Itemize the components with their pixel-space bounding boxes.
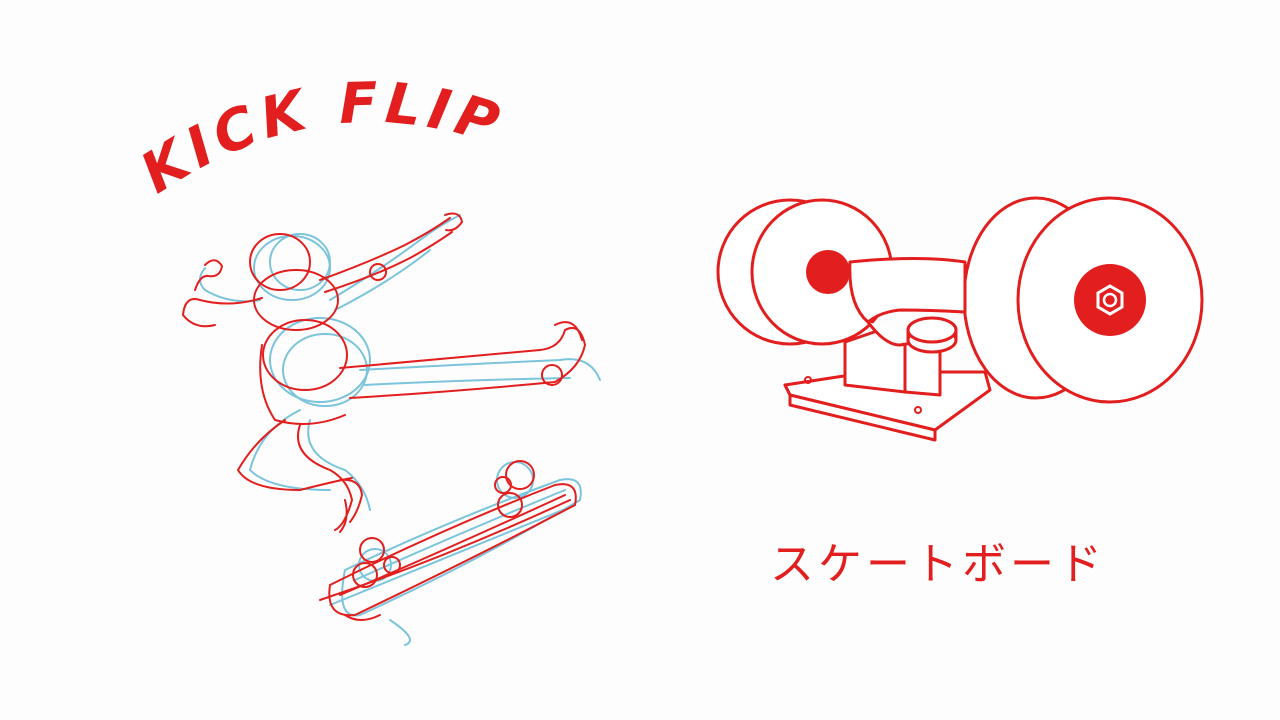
headline-arc: KICK FLIP bbox=[130, 71, 512, 207]
headline-text: KICK FLIP bbox=[130, 71, 506, 207]
skateboarder-sketch-red-layer bbox=[182, 212, 586, 621]
truck-wheel-hardware bbox=[804, 250, 1146, 414]
japanese-caption: スケートボード bbox=[770, 539, 1106, 590]
hex-nut-icon bbox=[1096, 284, 1124, 316]
skateboarder-sketch-blue-layer bbox=[199, 214, 601, 646]
